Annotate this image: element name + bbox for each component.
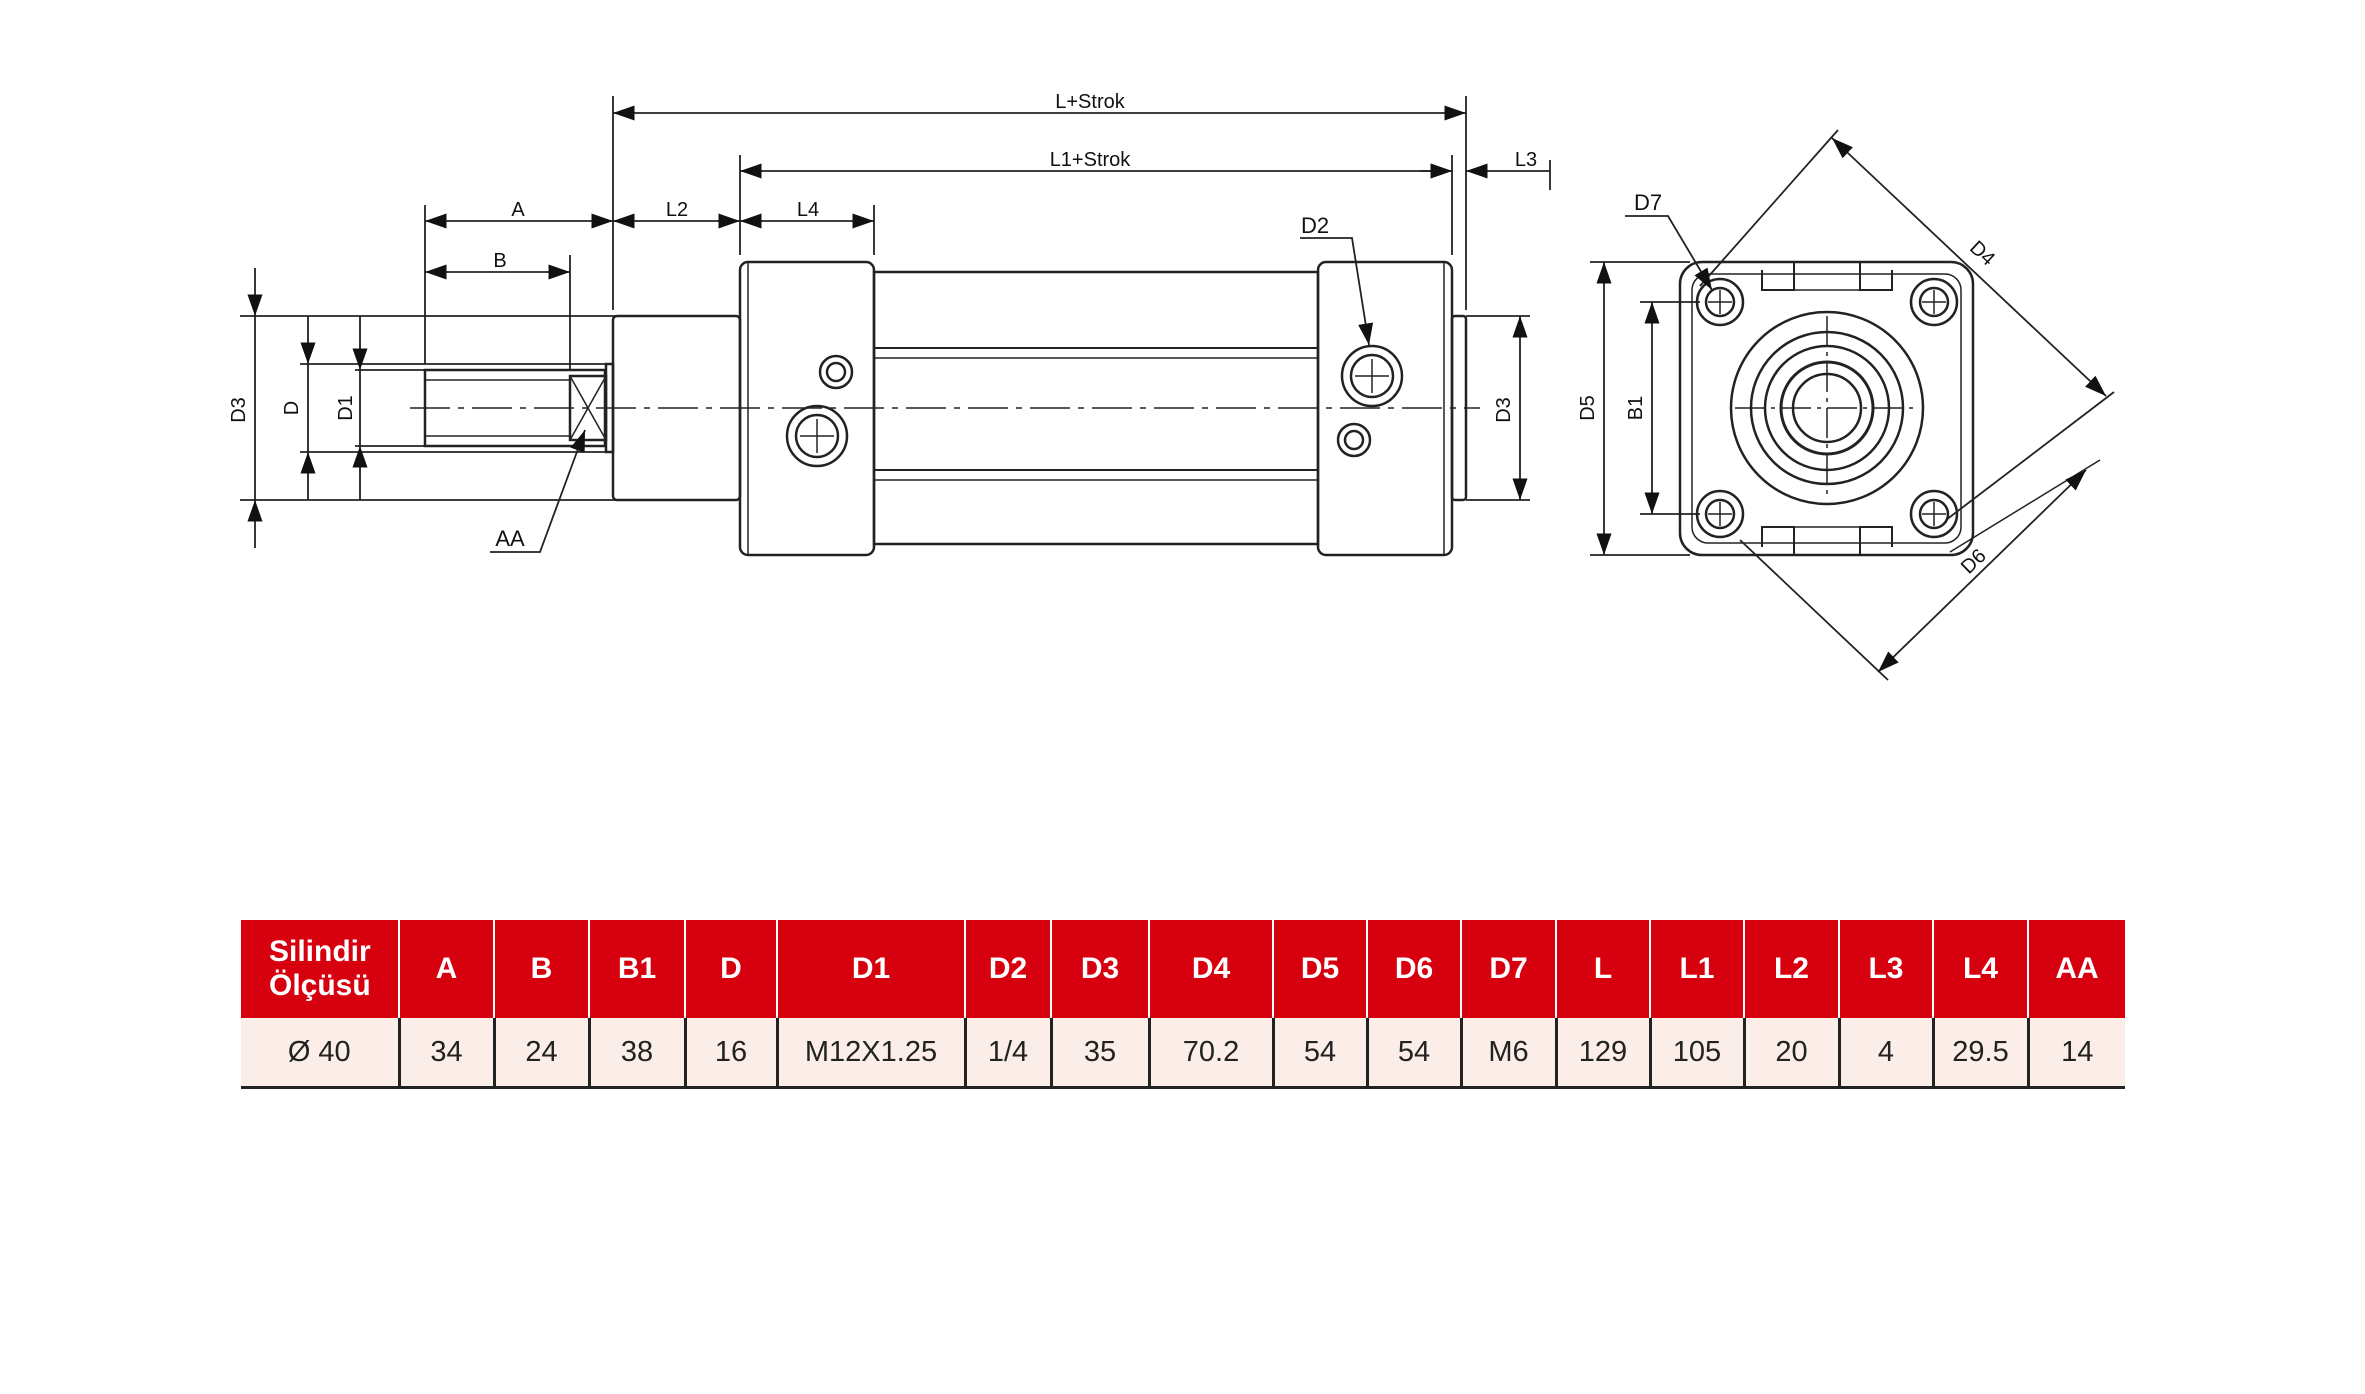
label-aa: AA bbox=[495, 526, 525, 551]
cell-aa: 14 bbox=[2028, 1018, 2125, 1089]
cell-d4: 70.2 bbox=[1149, 1018, 1275, 1089]
technical-drawing: L+Strok L1+Strok L3 A B L2 L4 D3 D D1 D3… bbox=[228, 91, 2115, 681]
cell-d1: M12X1.25 bbox=[777, 1018, 967, 1089]
label-d2: D2 bbox=[1301, 213, 1329, 238]
cell-cylinder-size: Ø 40 bbox=[241, 1018, 401, 1089]
header-d: D bbox=[685, 920, 778, 1018]
cell-l4: 29.5 bbox=[1933, 1018, 2030, 1089]
header-l1: L1 bbox=[1650, 920, 1745, 1018]
header-aa: AA bbox=[2028, 920, 2125, 1018]
dimension-table: Silindir Ölçüsü A B B1 D D1 D2 D3 D4 D5 … bbox=[241, 920, 2125, 1089]
header-l2: L2 bbox=[1744, 920, 1840, 1018]
header-d3: D3 bbox=[1051, 920, 1150, 1018]
header-l3: L3 bbox=[1839, 920, 1934, 1018]
cell-d: 16 bbox=[685, 1018, 779, 1089]
cell-l2: 20 bbox=[1744, 1018, 1841, 1089]
end-dimensions bbox=[1590, 129, 2115, 681]
cell-d6: 54 bbox=[1367, 1018, 1463, 1089]
dim-a: A bbox=[511, 199, 525, 221]
cell-a: 34 bbox=[399, 1018, 496, 1089]
table-header-row: Silindir Ölçüsü A B B1 D D1 D2 D3 D4 D5 … bbox=[241, 920, 2125, 1018]
cell-d5: 54 bbox=[1273, 1018, 1369, 1089]
dim-d4: D4 bbox=[1965, 237, 1999, 271]
cell-b1: 38 bbox=[589, 1018, 687, 1089]
dim-d3-left: D3 bbox=[228, 397, 250, 423]
cell-l: 129 bbox=[1556, 1018, 1652, 1089]
cell-b: 24 bbox=[494, 1018, 591, 1089]
dim-d: D bbox=[281, 401, 303, 415]
header-d1: D1 bbox=[777, 920, 966, 1018]
cell-d2: 1/4 bbox=[965, 1018, 1053, 1089]
header-b1: B1 bbox=[589, 920, 686, 1018]
dim-d3-right: D3 bbox=[1493, 397, 1515, 423]
header-l: L bbox=[1556, 920, 1651, 1018]
dim-b1: B1 bbox=[1625, 396, 1647, 420]
end-view bbox=[1678, 260, 1975, 557]
cell-l3: 4 bbox=[1839, 1018, 1935, 1089]
header-d5: D5 bbox=[1273, 920, 1368, 1018]
cell-d3: 35 bbox=[1051, 1018, 1151, 1089]
dim-l2: L2 bbox=[666, 199, 688, 221]
dim-d6: D6 bbox=[1957, 545, 1991, 579]
dim-l4: L4 bbox=[797, 199, 819, 221]
cell-l1: 105 bbox=[1650, 1018, 1746, 1089]
cell-d7: M6 bbox=[1461, 1018, 1558, 1089]
dim-l1-strok: L1+Strok bbox=[1050, 149, 1132, 171]
header-b: B bbox=[494, 920, 590, 1018]
side-dimensions bbox=[240, 96, 1551, 553]
header-d6: D6 bbox=[1367, 920, 1462, 1018]
dim-b: B bbox=[493, 250, 506, 272]
dim-l-strok: L+Strok bbox=[1055, 91, 1125, 113]
header-d4: D4 bbox=[1149, 920, 1274, 1018]
header-d2: D2 bbox=[965, 920, 1052, 1018]
dim-d5: D5 bbox=[1577, 395, 1599, 421]
header-cylinder-size: Silindir Ölçüsü bbox=[241, 920, 400, 1018]
dim-l3: L3 bbox=[1515, 149, 1537, 171]
label-d7: D7 bbox=[1634, 190, 1662, 215]
side-view bbox=[410, 260, 1480, 557]
table-row: Ø 40 34 24 38 16 M12X1.25 1/4 35 70.2 54… bbox=[241, 1018, 2125, 1089]
header-a: A bbox=[399, 920, 495, 1018]
header-l4: L4 bbox=[1933, 920, 2029, 1018]
header-d7: D7 bbox=[1461, 920, 1557, 1018]
dim-d1: D1 bbox=[335, 395, 357, 421]
